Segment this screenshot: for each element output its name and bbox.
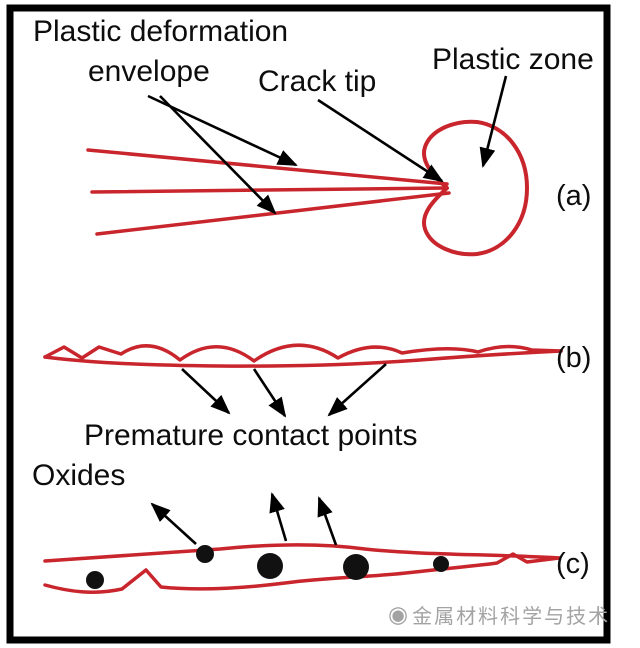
panel-letter-b: (b) [556, 342, 592, 374]
label-premature-contact-points: Premature contact points [84, 419, 418, 452]
crack-b-upper-face-wavy [43, 343, 563, 363]
watermark-logo-icon: ◉ [388, 601, 409, 627]
crack-face-line [90, 186, 448, 194]
oxide-particle [86, 571, 104, 589]
crack-b-lower-face [43, 349, 563, 368]
oxide-particle [196, 545, 214, 563]
contact-point-up-arrow-2 [317, 496, 338, 546]
crack-c-upper-face [43, 543, 561, 563]
crack-tip-arrow [317, 98, 444, 183]
envelope-upper-line [86, 148, 449, 186]
oxides-arrow [150, 502, 197, 545]
oxide-particle [343, 554, 369, 580]
label-oxides: Oxides [32, 459, 126, 492]
panel-b-artwork [43, 343, 563, 418]
panel-letter-c: (c) [556, 548, 590, 580]
panel-a-annotation-arrows [147, 75, 508, 215]
crack-c-lower-face-wavy [43, 552, 561, 594]
label-plastic-zone: Plastic zone [432, 43, 594, 76]
contact-point-arrow-1 [181, 368, 231, 415]
oxide-particle [257, 553, 283, 579]
envelope-arrow-2 [159, 95, 277, 215]
panel-a-artwork [86, 75, 529, 257]
panel-b-annotation-arrows [181, 363, 387, 418]
plastic-zone-arrow [479, 75, 508, 168]
watermark: ◉ 金属材料科学与技术 [388, 600, 610, 629]
label-plastic-deformation: Plastic deformation [33, 15, 289, 48]
oxide-particles [86, 545, 449, 589]
panel-c-artwork [43, 492, 561, 594]
figure-border [6, 4, 611, 644]
plastic-zone-outline [421, 119, 529, 257]
panel-c-annotation-arrows [150, 492, 338, 546]
oxide-particle [433, 556, 449, 572]
label-crack-tip: Crack tip [258, 65, 377, 98]
contact-point-arrow-3 [327, 363, 387, 417]
envelope-lower-line [95, 191, 451, 236]
watermark-text: 金属材料科学与技术 [412, 606, 611, 628]
label-envelope: envelope [88, 55, 210, 88]
panel-letter-a: (a) [556, 180, 592, 212]
contact-point-up-arrow-1 [269, 492, 288, 542]
contact-point-arrow-2 [252, 368, 287, 418]
